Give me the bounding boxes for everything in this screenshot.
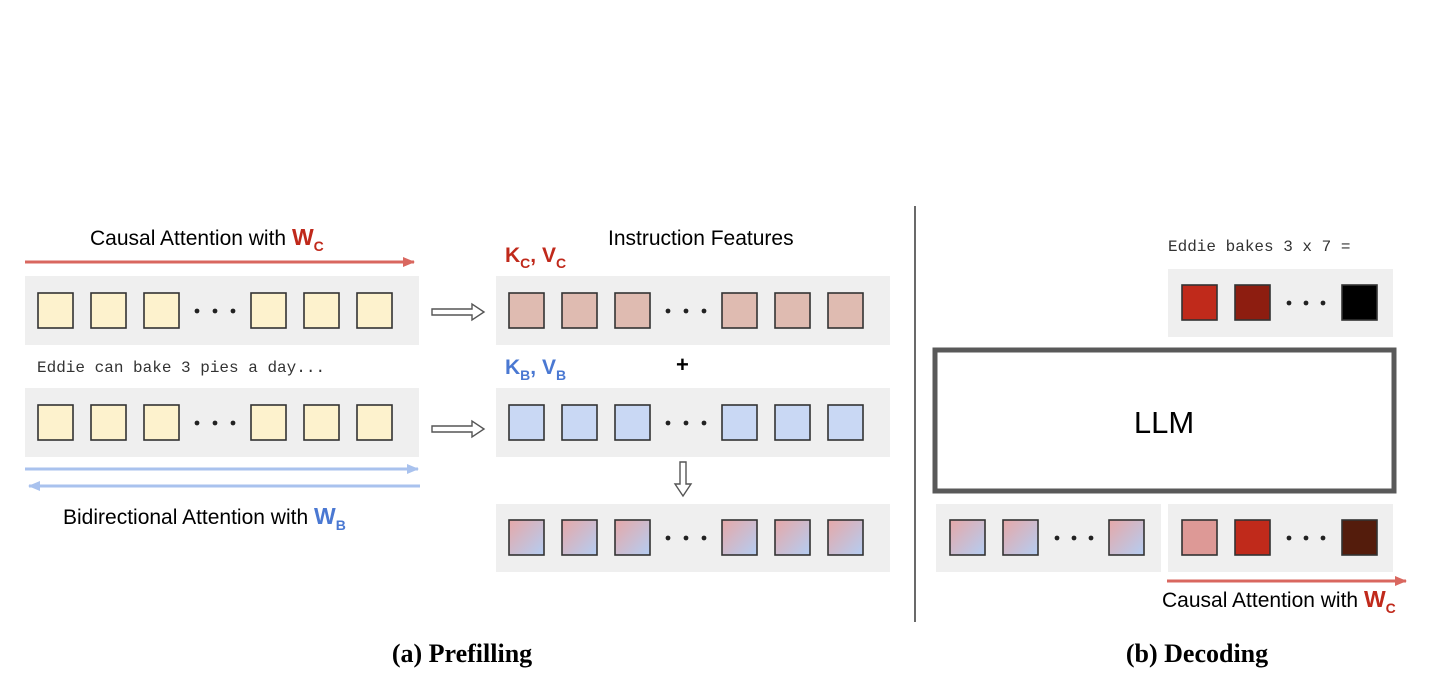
decoding-caption: (b) Decoding — [1126, 639, 1268, 668]
feature-cell — [1108, 519, 1145, 556]
token — [250, 292, 287, 329]
ellipsis-dot — [701, 308, 707, 314]
feature-cell — [774, 404, 811, 441]
token — [303, 404, 340, 441]
transfer-arrow-icon — [431, 302, 486, 322]
feature-cell — [774, 519, 811, 556]
ellipsis-dot — [665, 420, 671, 426]
prefilling-panel: Causal Attention with WC Eddie can bake … — [25, 224, 890, 668]
decoding-panel: Eddie bakes 3 x 7 = LLM — [932, 238, 1407, 668]
prefilling-caption: (a) Prefilling — [392, 639, 532, 668]
ellipsis-dot — [1303, 300, 1309, 306]
ellipsis-dot — [1286, 535, 1292, 541]
feature-cell — [827, 292, 864, 329]
ellipsis-dot — [683, 308, 689, 314]
causal-token-row-cells — [37, 292, 393, 329]
ellipsis-dot — [194, 308, 200, 314]
llm-label: LLM — [1134, 405, 1194, 440]
feature-cell — [508, 292, 545, 329]
ellipsis-dot — [683, 420, 689, 426]
output-token-row-cells — [1181, 284, 1378, 321]
plus-sign: + — [676, 352, 689, 377]
feature-cell — [614, 519, 651, 556]
output-token — [1234, 284, 1271, 321]
transfer-arrow-icon — [431, 419, 486, 439]
feature-cell — [827, 404, 864, 441]
bidirectional-attention-label: Bidirectional Attention with WB — [63, 503, 346, 533]
output-token — [1181, 284, 1218, 321]
feature-cell — [614, 292, 651, 329]
causal-feature-row-cells — [508, 292, 864, 329]
token — [90, 404, 127, 441]
kv-bidirectional-label: KB, VB — [505, 356, 566, 383]
combined-feature-row-cells — [508, 519, 864, 556]
output-token — [1341, 284, 1378, 321]
feature-cell — [561, 519, 598, 556]
decoding-causal-attention-label: Causal Attention with WC — [1162, 586, 1396, 616]
ellipsis-dot — [230, 420, 236, 426]
token — [250, 404, 287, 441]
bidirectional-feature-row-cells — [508, 404, 864, 441]
ellipsis-dot — [1054, 535, 1060, 541]
ellipsis-dot — [1071, 535, 1077, 541]
feature-cell — [561, 404, 598, 441]
feature-cell — [721, 404, 758, 441]
causal-attention-label: Causal Attention with WC — [90, 224, 324, 254]
instruction-features-title: Instruction Features — [608, 227, 794, 250]
feature-cell — [508, 519, 545, 556]
feature-cell — [614, 404, 651, 441]
decoded-token — [1341, 519, 1378, 556]
bidirectional-token-row-cells — [37, 404, 393, 441]
ellipsis-dot — [1088, 535, 1094, 541]
decoding-feature-row-cells — [949, 519, 1145, 556]
feature-cell — [561, 292, 598, 329]
ellipsis-dot — [665, 308, 671, 314]
ellipsis-dot — [212, 308, 218, 314]
token — [90, 292, 127, 329]
merge-arrow-icon — [673, 461, 693, 498]
feature-cell — [1002, 519, 1039, 556]
ellipsis-dot — [1303, 535, 1309, 541]
ellipsis-dot — [683, 535, 689, 541]
ellipsis-dot — [1320, 535, 1326, 541]
token — [356, 292, 393, 329]
ellipsis-dot — [701, 420, 707, 426]
decoded-token-row-cells — [1181, 519, 1378, 556]
kv-causal-label: KC, VC — [505, 244, 566, 271]
input-text: Eddie can bake 3 pies a day... — [37, 359, 325, 377]
feature-cell — [721, 519, 758, 556]
token — [143, 404, 180, 441]
token — [143, 292, 180, 329]
output-text: Eddie bakes 3 x 7 = — [1168, 238, 1350, 256]
feature-cell — [774, 292, 811, 329]
decoded-token — [1234, 519, 1271, 556]
ellipsis-dot — [665, 535, 671, 541]
token — [303, 292, 340, 329]
llm-box — [932, 347, 1397, 494]
feature-cell — [508, 404, 545, 441]
decoded-token — [1181, 519, 1218, 556]
ellipsis-dot — [212, 420, 218, 426]
token — [37, 404, 74, 441]
token — [37, 292, 74, 329]
ellipsis-dot — [701, 535, 707, 541]
ellipsis-dot — [1286, 300, 1292, 306]
feature-cell — [721, 292, 758, 329]
feature-cell — [949, 519, 986, 556]
ellipsis-dot — [194, 420, 200, 426]
ellipsis-dot — [230, 308, 236, 314]
ellipsis-dot — [1320, 300, 1326, 306]
feature-cell — [827, 519, 864, 556]
token — [356, 404, 393, 441]
